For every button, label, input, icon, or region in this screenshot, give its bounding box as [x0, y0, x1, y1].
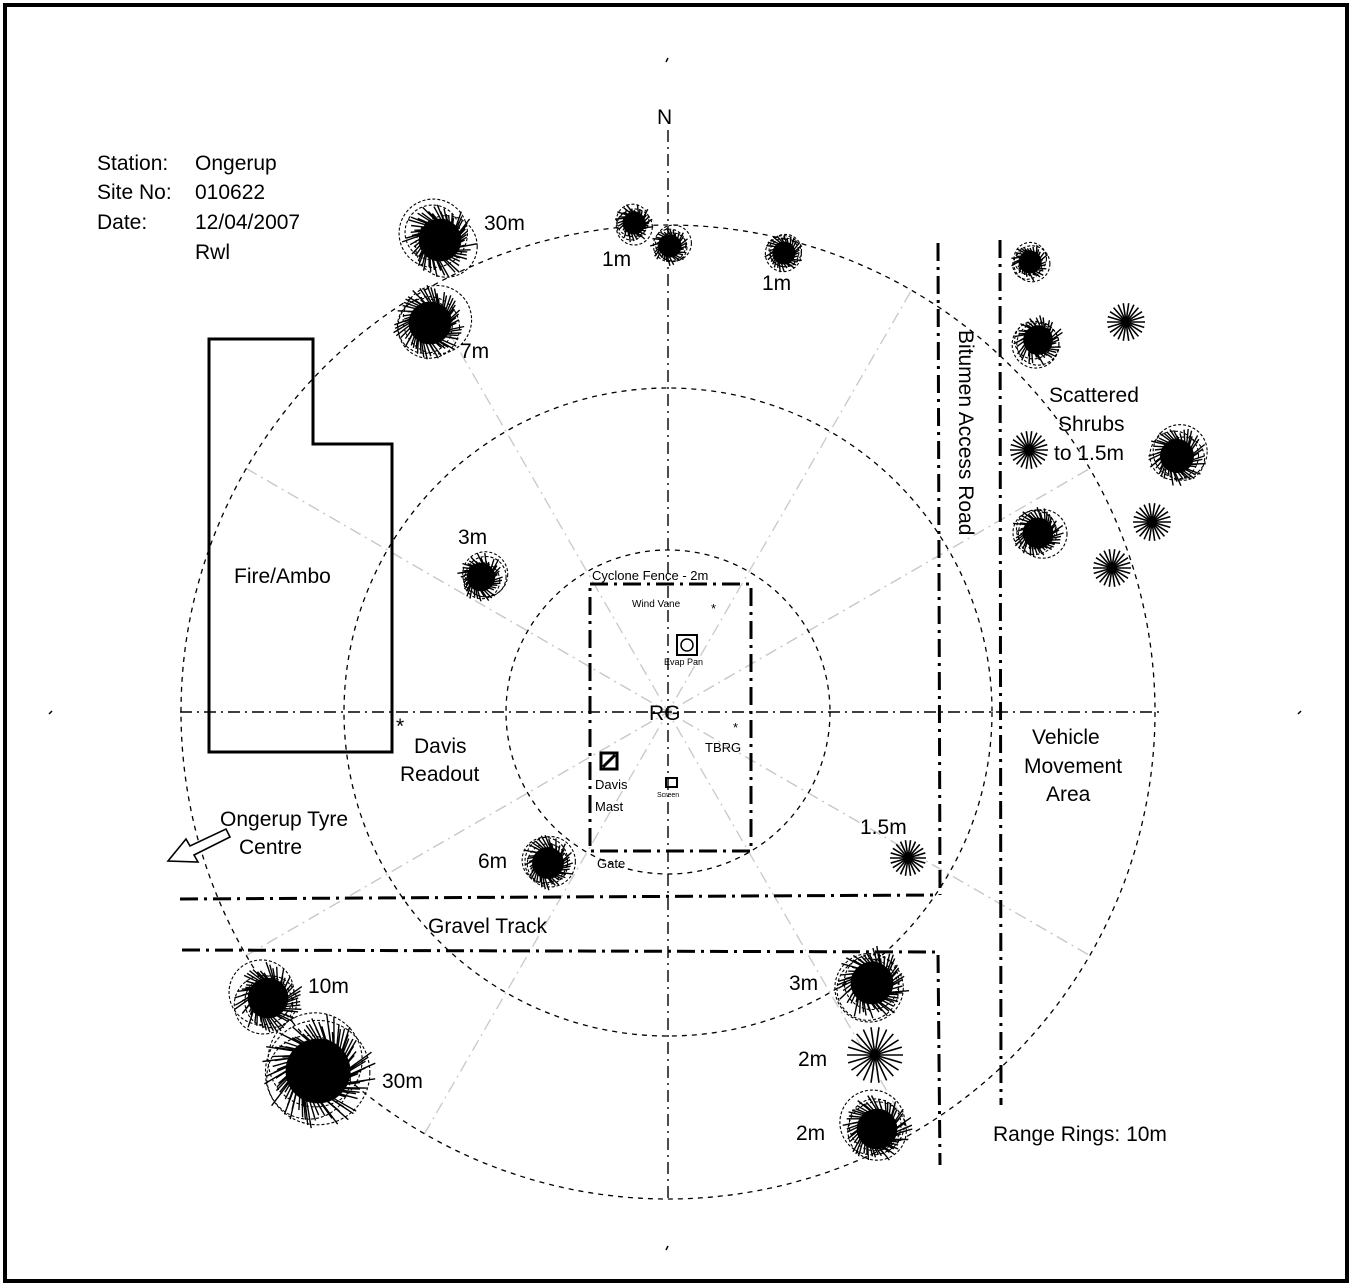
davis-mast-label-2: Mast	[595, 799, 624, 814]
tree-icon	[1011, 315, 1063, 369]
shrub-icon	[890, 840, 926, 876]
tree-label-3m-west: 3m	[458, 526, 487, 549]
tbrg-star: *	[733, 720, 738, 735]
tree-icon	[393, 284, 473, 360]
tyre-centre-label-2: Centre	[239, 836, 302, 859]
vehicle-area-label-3: Area	[1046, 783, 1091, 806]
range-ring-30m	[180, 224, 1156, 1200]
fence-label: Cyclone Fence - 2m	[592, 568, 708, 583]
tree-label-30m-bottom: 30m	[382, 1070, 423, 1093]
tree-label-3m-south: 3m	[789, 972, 818, 995]
tree-label-6m: 6m	[478, 850, 507, 873]
evap-pan-icon	[676, 634, 698, 656]
tree-label-2m-a: 2m	[798, 1048, 827, 1071]
date-label: Date:	[97, 211, 147, 234]
davis-mast-icon	[599, 751, 619, 771]
edge-ticks	[48, 57, 1302, 1251]
bitumen-access-road	[936, 239, 1003, 1106]
tree-icon	[839, 1089, 913, 1161]
tree-height-labels: 30m 1m 1m 7m 3m 6m 1.5m 3m 2m 2m 10m 30m	[308, 212, 907, 1145]
tree-label-1m-right: 1m	[762, 272, 791, 295]
tree-icon	[398, 198, 478, 278]
tree-icon	[262, 1012, 376, 1129]
wind-vane-label: Wind Vane	[632, 599, 681, 610]
shrub-icon	[1107, 303, 1145, 341]
tree-icon	[457, 551, 509, 602]
davis-readout-label-2: Readout	[400, 763, 480, 786]
davis-mast-label-1: Davis	[595, 777, 628, 792]
tree-label-30m-top: 30m	[484, 212, 525, 235]
site-value: 010622	[195, 181, 265, 204]
station-value: Ongerup	[195, 152, 277, 175]
range-ring-20m	[343, 387, 993, 1037]
tree-icon	[834, 945, 910, 1023]
gravel-track-label: Gravel Track	[428, 915, 548, 938]
trees	[228, 198, 1208, 1161]
tbrg-label: TBRG	[705, 740, 741, 755]
tyre-centre-arrow-icon	[166, 827, 232, 863]
tree-icon	[649, 224, 692, 266]
cyclone-fence	[588, 582, 753, 853]
diagram-border	[3, 3, 1349, 1283]
tree-label-7m: 7m	[460, 340, 489, 363]
screen-label: Screen	[657, 792, 679, 799]
shrubs-label-3: to 1.5m	[1054, 442, 1124, 465]
centre-label: RG	[649, 702, 681, 725]
tree-icon	[614, 203, 654, 246]
tree-label-2m-b: 2m	[796, 1122, 825, 1145]
wind-vane-star: *	[711, 601, 716, 616]
tree-label-10m: 10m	[308, 975, 349, 998]
shrubs-label-2: Shrubs	[1058, 413, 1125, 436]
station-header: Station: Ongerup Site No: 010622 Date: 1…	[97, 152, 300, 264]
road-label: Bitumen Access Road	[954, 330, 977, 535]
range-rings-label: Range Rings: 10m	[993, 1123, 1167, 1146]
shrubs-label-1: Scattered	[1049, 384, 1139, 407]
shrub-icon	[1010, 431, 1048, 469]
davis-readout-label-1: Davis	[414, 735, 467, 758]
tyre-centre-label-1: Ongerup Tyre	[220, 808, 348, 831]
gravel-track	[179, 893, 942, 1166]
davis-readout-star: *	[396, 715, 404, 738]
evap-label: Evap Pan	[664, 657, 703, 667]
building-label: Fire/Ambo	[234, 565, 331, 588]
shrub-icon	[847, 1027, 903, 1083]
tree-label-1-5m: 1.5m	[860, 816, 907, 839]
screen-icon	[665, 777, 678, 788]
tree-icon	[1148, 424, 1208, 486]
site-label: Site No:	[97, 181, 172, 204]
initials: Rwl	[195, 241, 230, 264]
tree-label-1m-left: 1m	[602, 248, 631, 271]
tree-icon	[1012, 506, 1068, 559]
shrub-icon	[1133, 503, 1171, 541]
north-label: N	[657, 106, 672, 129]
vehicle-area-label-1: Vehicle	[1032, 726, 1100, 749]
vehicle-area-label-2: Movement	[1024, 755, 1122, 778]
tree-icon	[521, 834, 576, 891]
tree-icon	[228, 959, 303, 1035]
tree-icon	[764, 233, 803, 273]
tree-icon	[1011, 241, 1051, 283]
date-value: 12/04/2007	[195, 211, 300, 234]
fire-ambo-building	[207, 337, 394, 754]
station-label: Station:	[97, 152, 168, 175]
shrub-icon	[1093, 549, 1131, 587]
axes	[180, 130, 1160, 1200]
evap-pan-circle	[680, 638, 694, 652]
gate-label: Gate	[597, 856, 625, 871]
